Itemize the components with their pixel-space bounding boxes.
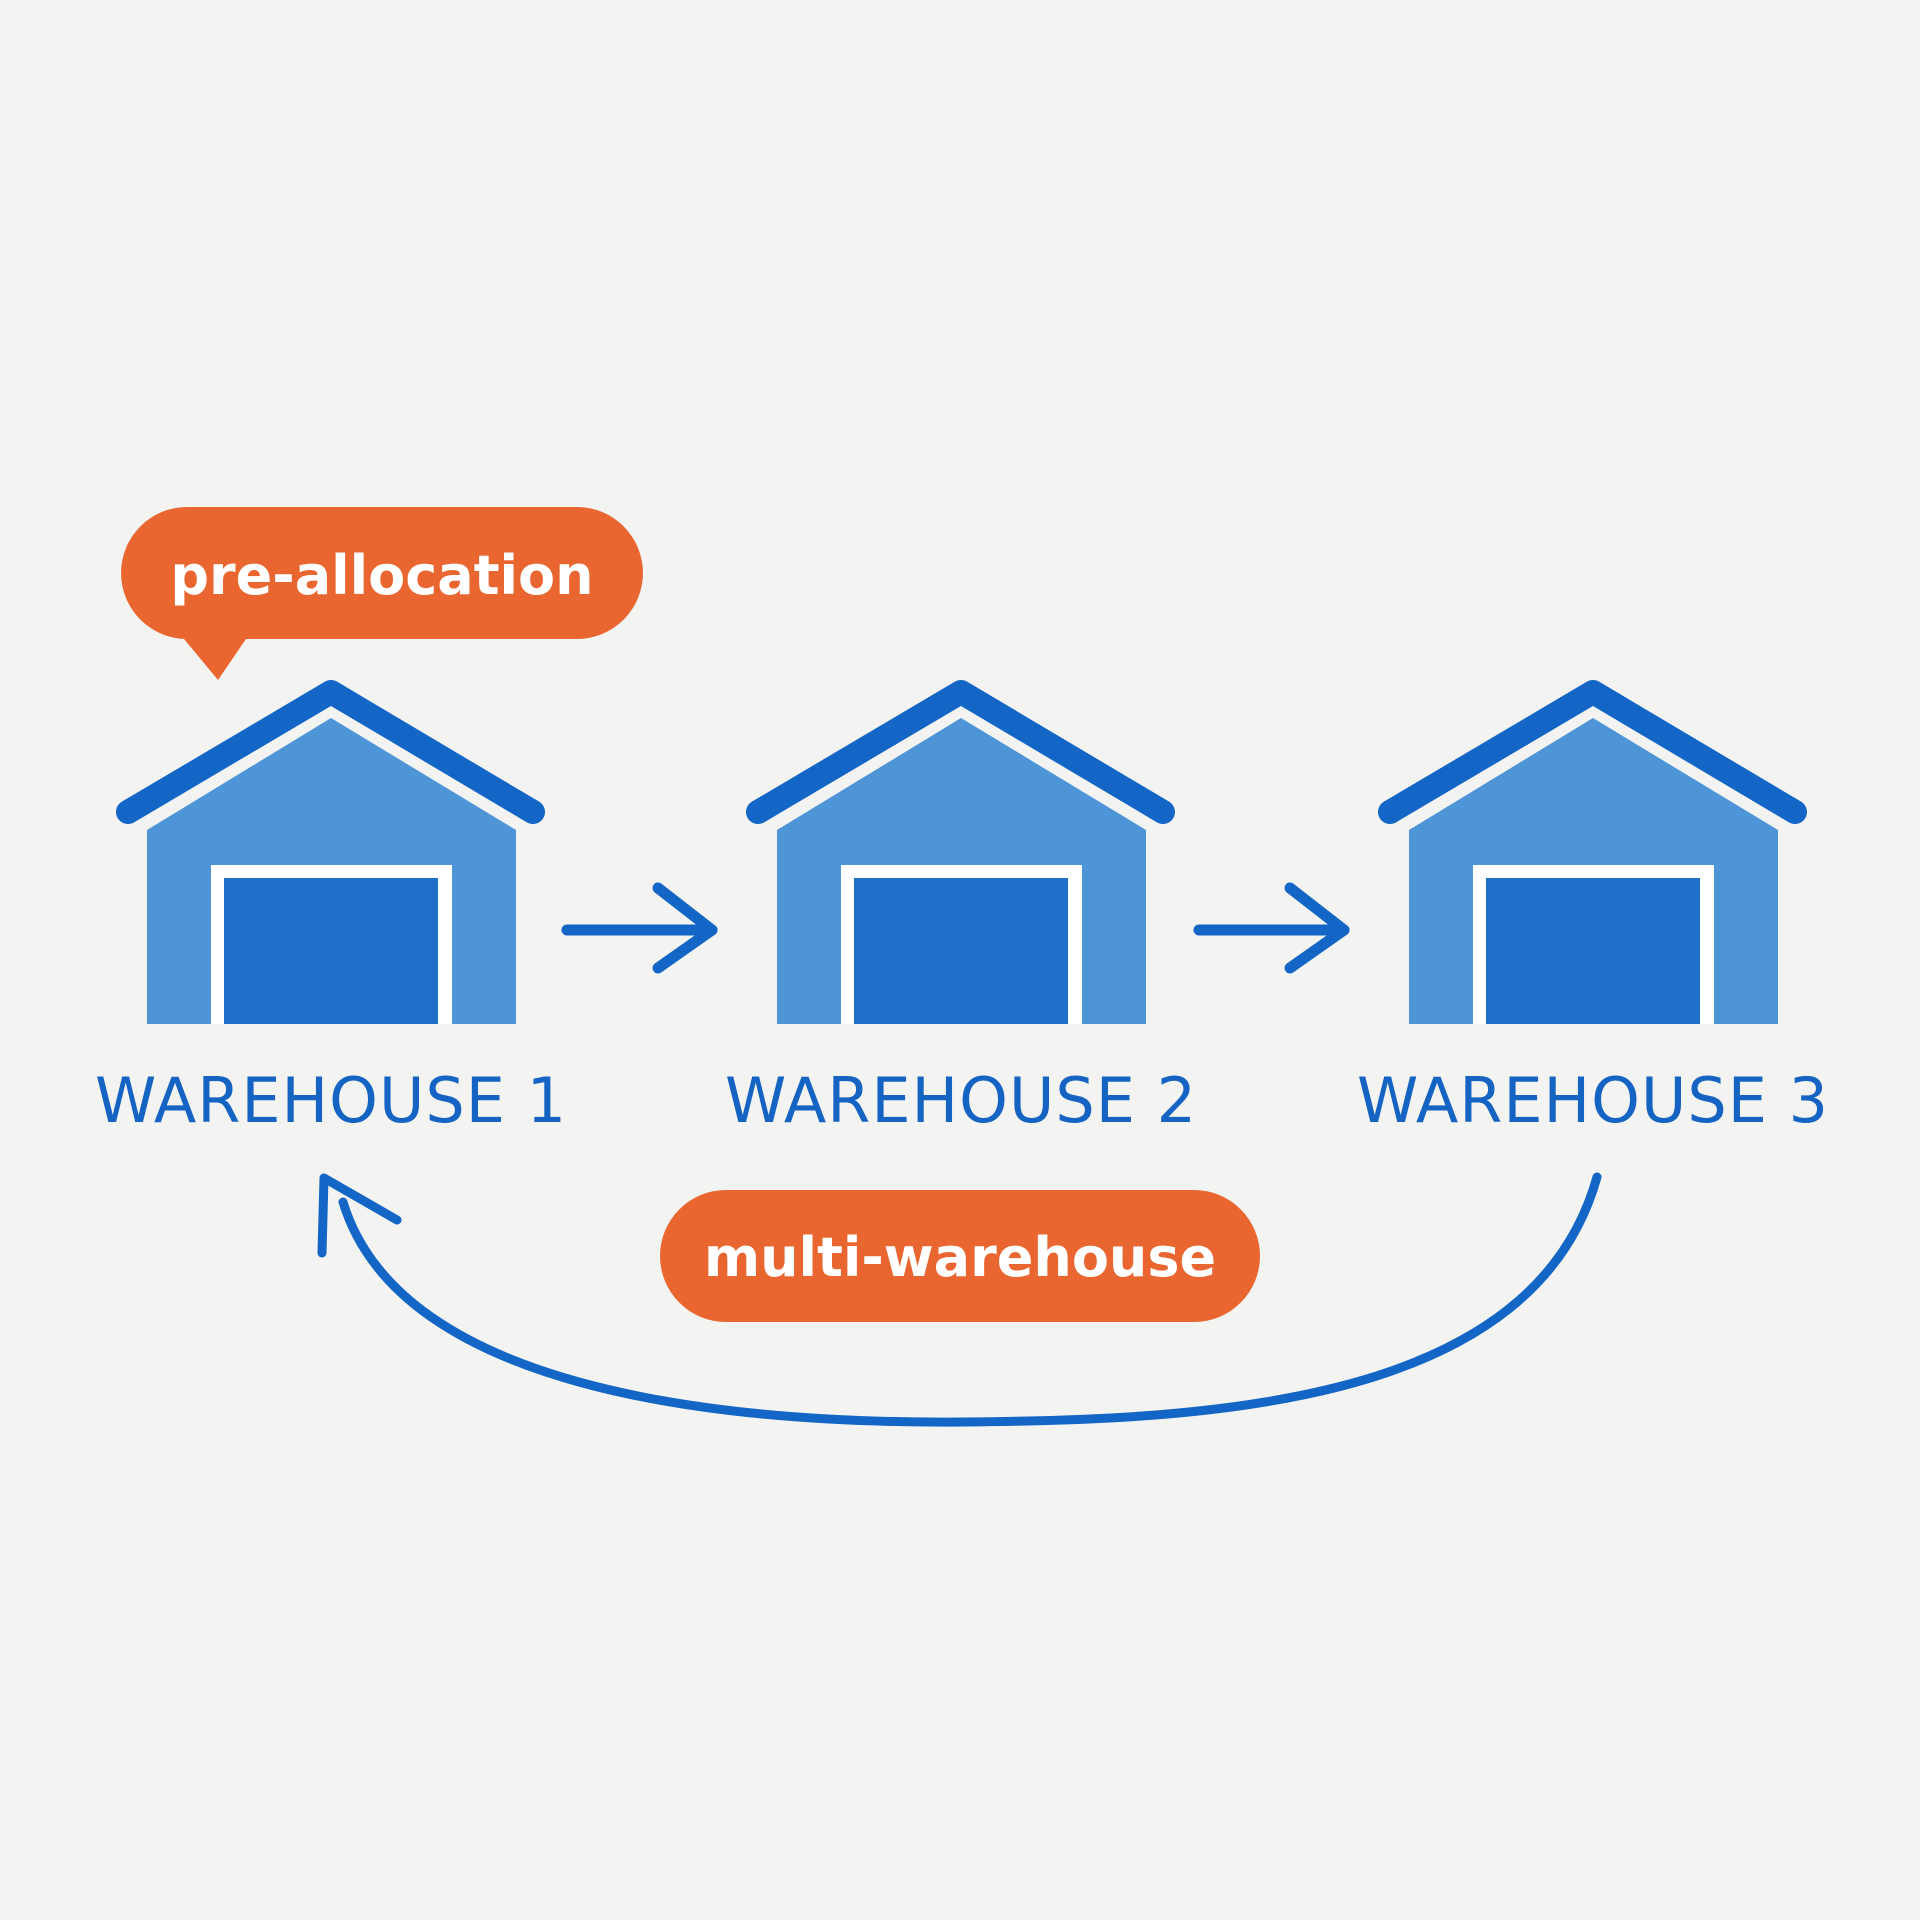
arrow-head-icon	[1284, 882, 1350, 974]
return-arrow-warehouse-3-to-1	[317, 1172, 1602, 1427]
warehouse-label: WAREHOUSE 1	[95, 1064, 567, 1137]
arrow-warehouse-1-to-2	[561, 882, 718, 974]
warehouse-label: WAREHOUSE 3	[1357, 1064, 1829, 1137]
warehouse-icon	[116, 680, 545, 1024]
pre-allocation-badge: pre-allocation	[121, 507, 643, 680]
warehouse-roof	[746, 680, 1175, 824]
warehouse-roof	[1378, 680, 1807, 824]
arrow-head-icon	[652, 882, 718, 974]
multi-warehouse-label: multi-warehouse	[704, 1226, 1216, 1289]
pre-allocation-bubble-shape	[121, 507, 643, 680]
multi-warehouse-badge: multi-warehouse	[660, 1190, 1260, 1322]
warehouse-1: WAREHOUSE 1	[95, 680, 567, 1137]
warehouse-label: WAREHOUSE 2	[725, 1064, 1197, 1137]
warehouse-2: WAREHOUSE 2	[725, 680, 1197, 1137]
warehouse-icon	[1378, 680, 1807, 1024]
warehouse-door	[224, 878, 438, 1024]
return-arrow-curve	[338, 1172, 1602, 1427]
pre-allocation-label: pre-allocation	[170, 544, 593, 607]
warehouse-icon	[746, 680, 1175, 1024]
arrow-head-icon	[317, 1173, 402, 1258]
arrow-warehouse-2-to-3	[1193, 882, 1350, 974]
warehouse-door	[1486, 878, 1700, 1024]
multi-warehouse-pill	[660, 1190, 1260, 1322]
warehouse-roof	[116, 680, 545, 824]
warehouse-3: WAREHOUSE 3	[1357, 680, 1829, 1137]
warehouse-door	[854, 878, 1068, 1024]
